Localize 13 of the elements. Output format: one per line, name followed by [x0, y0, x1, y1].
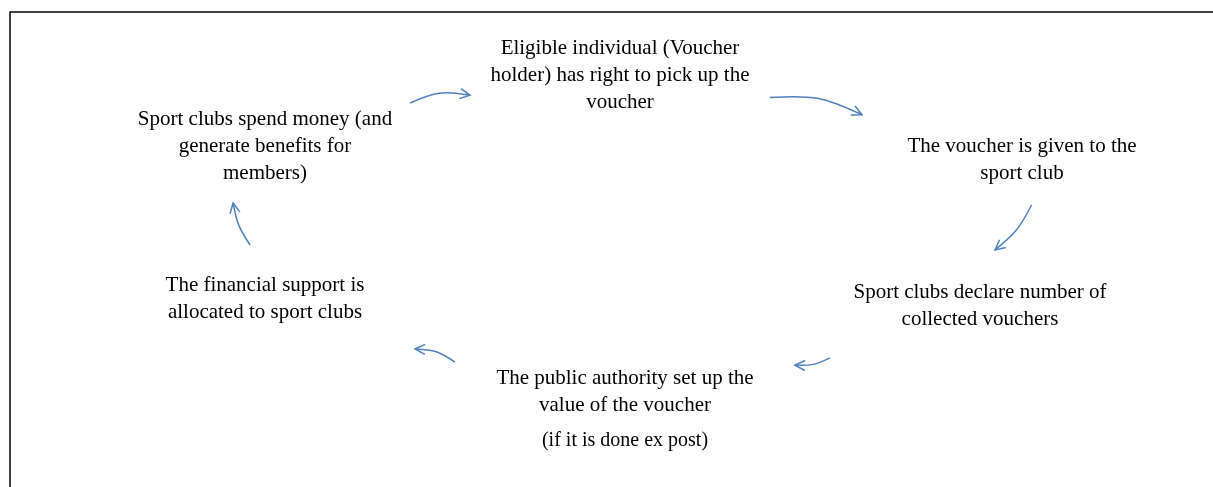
arrow [994, 204, 1033, 251]
arrow [769, 95, 863, 116]
step-text: The public authority set up the value of the voucher [495, 364, 755, 418]
arrow [409, 88, 471, 104]
step-text: Sport clubs spend money (and generate benefits for members) [136, 105, 394, 186]
step-text: The financial support is allocated to sport clubs [164, 270, 366, 325]
step-text: Eligible individual (Voucher holder) has right to pick up the voucher [490, 33, 750, 115]
arrow [229, 202, 251, 246]
arrow [414, 343, 456, 363]
step-text: The voucher is given to the sport club [906, 131, 1138, 186]
note-text: (if it is done ex post) [541, 428, 709, 450]
arrow [794, 357, 831, 372]
step-text: Sport clubs declare number of collected vouchers [852, 278, 1108, 332]
